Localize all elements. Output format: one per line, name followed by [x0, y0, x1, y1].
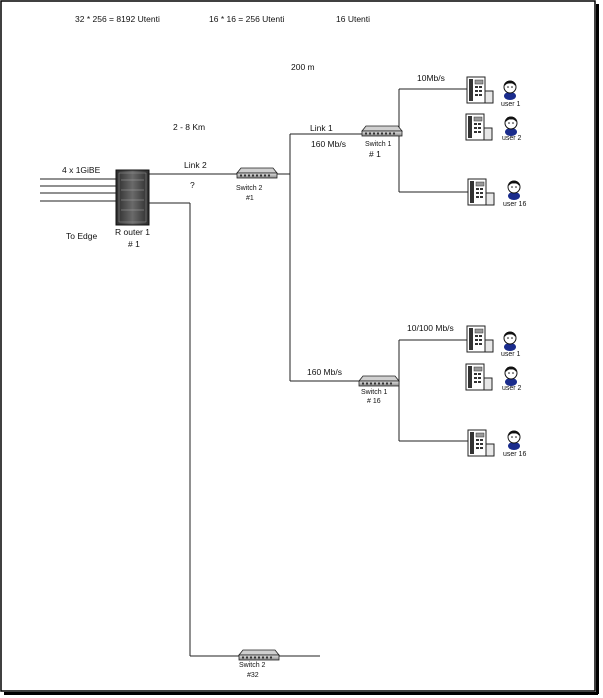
total-users-label: 32 * 256 = 8192 Utenti: [75, 14, 160, 24]
switch1-users-label: 16 Utenti: [336, 14, 370, 24]
user-avatar-icon: [503, 80, 517, 101]
connection-lines: [40, 88, 468, 657]
switch1-first-name-label: Switch 1: [365, 141, 392, 148]
user-label: user 1: [501, 351, 521, 358]
distance-200m-label: 200 m: [291, 62, 315, 72]
edge-ports-label: 4 x 1GiBE: [62, 165, 101, 175]
user-avatar-icon: [507, 180, 521, 201]
user-label: user 16: [503, 451, 526, 458]
user-avatar-icon: [507, 430, 521, 451]
distance-km-label: 2 - 8 Km: [173, 122, 205, 132]
switch1-first-index-label: # 1: [369, 149, 381, 159]
link2-speed-label: ?: [190, 180, 195, 190]
page-border: [0, 0, 596, 692]
router-name-label: R outer 1: [115, 227, 150, 237]
access-speed-bottom-label: 10/100 Mb/s: [407, 323, 454, 333]
user-avatar-icon: [504, 116, 518, 137]
user-label: user 1: [501, 101, 521, 108]
switch-icon: [358, 375, 400, 387]
link16-speed-label: 160 Mb/s: [307, 367, 342, 377]
link1-label: Link 1: [310, 123, 333, 133]
switch-icon: [361, 125, 403, 137]
user-avatar-icon: [503, 331, 517, 352]
router-icon: [115, 169, 150, 226]
switch1-last-index-label: # 16: [367, 398, 381, 405]
to-edge-label: To Edge: [66, 231, 97, 241]
switch2-first-index-label: #1: [246, 195, 254, 202]
user-label: user 2: [502, 135, 522, 142]
switch2-last-name-label: Switch 2: [239, 662, 266, 669]
user-label: user 16: [503, 201, 526, 208]
switch2-first-name-label: Switch 2: [236, 185, 263, 192]
router-index-label: # 1: [128, 239, 140, 249]
user-avatar-icon: [504, 366, 518, 387]
link1-speed-label: 160 Mb/s: [311, 139, 346, 149]
user-label: user 2: [502, 385, 522, 392]
switch-icon: [236, 167, 278, 179]
switch2-users-label: 16 * 16 = 256 Utenti: [209, 14, 284, 24]
switch2-last-index-label: #32: [247, 672, 259, 679]
link2-label: Link 2: [184, 160, 207, 170]
switch1-last-name-label: Switch 1: [361, 389, 388, 396]
switch-icon: [238, 649, 280, 661]
access-speed-top-label: 10Mb/s: [417, 73, 445, 83]
